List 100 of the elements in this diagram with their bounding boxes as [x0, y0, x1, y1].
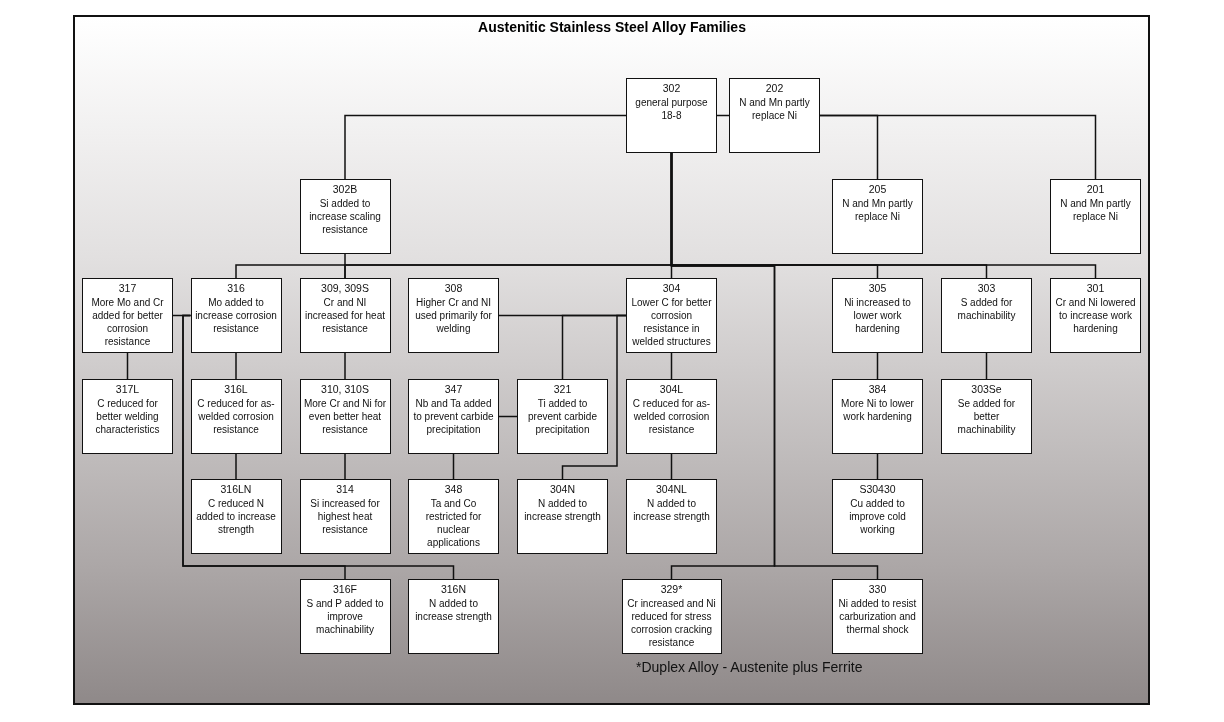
alloy-box [941, 379, 1032, 454]
alloy-description: Ti added to prevent carbide precipitation [527, 396, 598, 436]
connector-line [670, 152, 879, 580]
alloy-box [82, 278, 173, 353]
alloy-grade: 316F [332, 583, 358, 597]
alloy-box [626, 379, 717, 454]
alloy-box [517, 479, 608, 554]
connector-line [561, 314, 627, 480]
alloy-box [299, 379, 391, 454]
alloy-description: N added to increase strength [414, 596, 493, 623]
alloy-grade: 347 [443, 383, 464, 397]
alloy-box [190, 278, 282, 353]
alloy-box [408, 379, 499, 454]
alloy-box [408, 479, 499, 554]
alloy-description: N and Mn partly replace Ni [841, 196, 914, 223]
alloy-grade: 205 [867, 183, 888, 197]
alloy-grade: 302 [661, 82, 682, 96]
alloy-description: C reduced for as-welded corrosion resistance [631, 396, 712, 436]
alloy-description: More Mo and Cr added for better corrosion resistance [90, 295, 165, 348]
alloy-grade: 316LN [219, 483, 253, 497]
connector-line [819, 114, 1097, 180]
alloy-grade: 202 [764, 82, 785, 96]
connector-line [344, 352, 346, 380]
alloy-grade: 348 [443, 483, 464, 497]
alloy-description: N and Mn partly replace Ni [1059, 196, 1132, 223]
alloy-grade: 201 [1085, 183, 1106, 197]
alloy-description: Lower C for better corrosion resistance in welded structures [630, 295, 713, 348]
alloy-description: Ni increased to lower work hardening [843, 295, 912, 335]
alloy-description: Nb and Ta added to prevent carbide precipitation [412, 396, 495, 436]
alloy-grade: 314 [335, 483, 355, 497]
alloy-box [832, 278, 923, 353]
connector-line [235, 352, 237, 380]
alloy-description: S added for machinability [956, 295, 1017, 322]
alloy-box [299, 579, 391, 654]
alloy-box [1050, 179, 1141, 254]
alloy-box [832, 379, 923, 454]
connector-line [670, 453, 673, 480]
alloy-box [832, 479, 923, 554]
alloy-box [299, 278, 391, 353]
alloy-box [626, 278, 717, 353]
alloy-grade: 303Se [970, 383, 1003, 397]
alloy-box [190, 379, 282, 454]
alloy-description: Si increased for highest heat resistance [309, 496, 381, 536]
alloy-box [190, 479, 282, 554]
alloy-grade: 316 [226, 282, 246, 296]
alloy-description: C reduced N added to increase strength [195, 496, 277, 536]
connector-line [985, 352, 988, 380]
alloy-description: Cr and NI increased for heat resistance [303, 295, 387, 335]
alloy-description: Mo added to increase corrosion resistance [194, 295, 278, 335]
connector-line [670, 352, 673, 380]
alloy-description: Si added to increase scaling resistance [308, 196, 382, 236]
alloy-grade: 317 [117, 282, 138, 296]
alloy-box [621, 579, 722, 654]
alloy-grade: 303 [976, 282, 997, 296]
alloy-grade: 301 [1085, 282, 1106, 296]
connector-line [126, 352, 129, 380]
alloy-grade: 317L [114, 383, 141, 397]
connector-line [344, 253, 346, 279]
alloy-box [299, 479, 391, 554]
alloy-box [408, 579, 499, 654]
alloy-box [517, 379, 608, 454]
alloy-grade: 304L [658, 383, 685, 397]
footnote: *Duplex Alloy - Austenite plus Ferrite [636, 659, 863, 675]
alloy-description: N and Mn partly replace Ni [738, 95, 811, 122]
connector-line [876, 352, 879, 380]
alloy-description: Ni added to resist carburization and thermal shock [837, 596, 918, 636]
alloy-box [626, 78, 717, 153]
alloy-box [832, 579, 923, 654]
alloy-grade: 316L [223, 383, 249, 397]
alloy-grade: 305 [867, 282, 888, 296]
chart-title: Austenitic Stainless Steel Alloy Families [478, 19, 746, 35]
alloy-description: More Cr and Ni for even better heat resistance [302, 396, 388, 436]
alloy-grade: S30430 [858, 483, 897, 497]
connector-line [876, 453, 879, 480]
alloy-grade: 309, 309S [320, 282, 370, 296]
alloy-box [82, 379, 173, 454]
connector-line [344, 453, 346, 480]
alloy-description: Cu added to improve cold working [848, 496, 907, 536]
alloy-grade: 308 [443, 282, 464, 296]
alloy-box [729, 78, 820, 153]
alloy-grade: 329* [659, 583, 684, 597]
alloy-description: N added to increase strength [523, 496, 602, 523]
alloy-description: N added to increase strength [632, 496, 711, 523]
alloy-description: general purpose 18-8 [634, 95, 709, 122]
alloy-box [941, 278, 1032, 353]
alloy-description: More Ni to lower work hardening [840, 396, 915, 423]
alloy-grade: 321 [552, 383, 573, 397]
connector-line [344, 114, 627, 180]
alloy-description: Se added for better machinability [956, 396, 1017, 436]
alloy-grade: 310, 310S [320, 383, 370, 397]
alloy-grade: 316N [439, 583, 468, 597]
alloy-description: C reduced for better welding characteristics [94, 396, 161, 436]
alloy-description: S and P added to improve machinability [305, 596, 385, 636]
alloy-grade: 302B [331, 183, 359, 197]
connector-line [452, 453, 455, 480]
connector-line [182, 314, 455, 580]
alloy-grade: 304N [548, 483, 577, 497]
alloy-box [626, 479, 717, 554]
alloy-grade: 330 [867, 583, 888, 597]
alloy-description: C reduced for as-welded corrosion resistance [196, 396, 276, 436]
